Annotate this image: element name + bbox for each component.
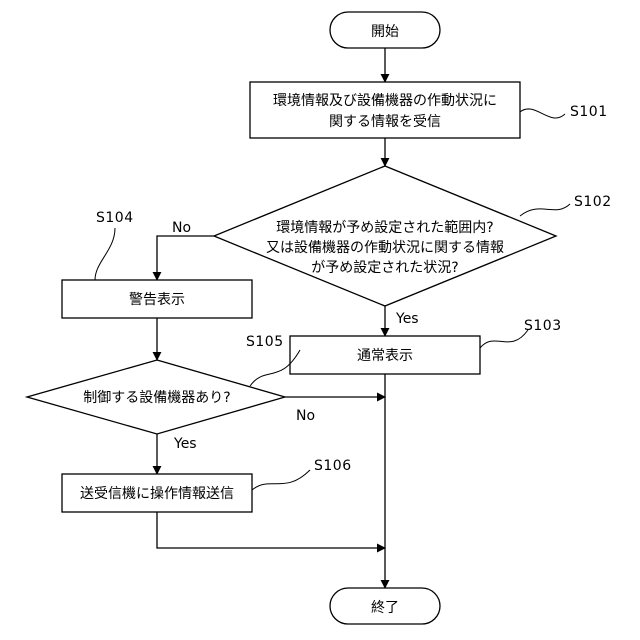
s102-yes-label: Yes	[395, 311, 419, 327]
s105-yes-label: Yes	[173, 436, 197, 452]
s105-text: 制御する設備機器あり?	[83, 390, 230, 406]
s106-leader	[252, 470, 310, 490]
end-label: 終了	[371, 600, 399, 616]
arrow-s106-to-merge	[157, 512, 385, 548]
process-s103: 通常表示	[290, 336, 480, 374]
s101-code: S101	[570, 104, 608, 120]
s101-text-line2: 関する情報を受信	[329, 114, 441, 130]
s103-leader	[480, 330, 528, 348]
s104-leader	[95, 228, 115, 280]
start-terminal: 開始	[330, 12, 440, 48]
decision-s102: 環境情報が予め設定された範囲内? 又は設備機器の作動状況に関する情報 が予め設定…	[214, 166, 556, 306]
s103-text: 通常表示	[357, 348, 413, 364]
s102-text-line3: が予め設定された状況?	[311, 260, 458, 276]
s101-text-line1: 環境情報及び設備機器の作動状況に	[273, 93, 497, 109]
s102-code: S102	[574, 194, 612, 210]
s105-no-label: No	[296, 408, 315, 424]
s103-code: S103	[524, 318, 562, 334]
s102-leader	[520, 204, 570, 216]
s106-code: S106	[314, 458, 352, 474]
process-s104: 警告表示	[62, 280, 252, 318]
process-s106: 送受信機に操作情報送信	[62, 474, 252, 512]
decision-s105: 制御する設備機器あり?	[27, 360, 285, 434]
s104-text: 警告表示	[129, 292, 185, 308]
arrow-s102-no-to-s104	[157, 236, 214, 280]
start-label: 開始	[371, 24, 399, 40]
end-terminal: 終了	[330, 588, 440, 624]
s105-code: S105	[246, 334, 284, 350]
s102-text-line1: 環境情報が予め設定された範囲内?	[276, 219, 493, 236]
s102-no-label: No	[172, 220, 191, 236]
s102-text-line2: 又は設備機器の作動状況に関する情報	[266, 240, 504, 256]
s101-leader	[520, 109, 565, 118]
s106-text: 送受信機に操作情報送信	[80, 486, 234, 502]
s104-code: S104	[96, 210, 134, 226]
process-s101: 環境情報及び設備機器の作動状況に 関する情報を受信	[250, 82, 520, 138]
